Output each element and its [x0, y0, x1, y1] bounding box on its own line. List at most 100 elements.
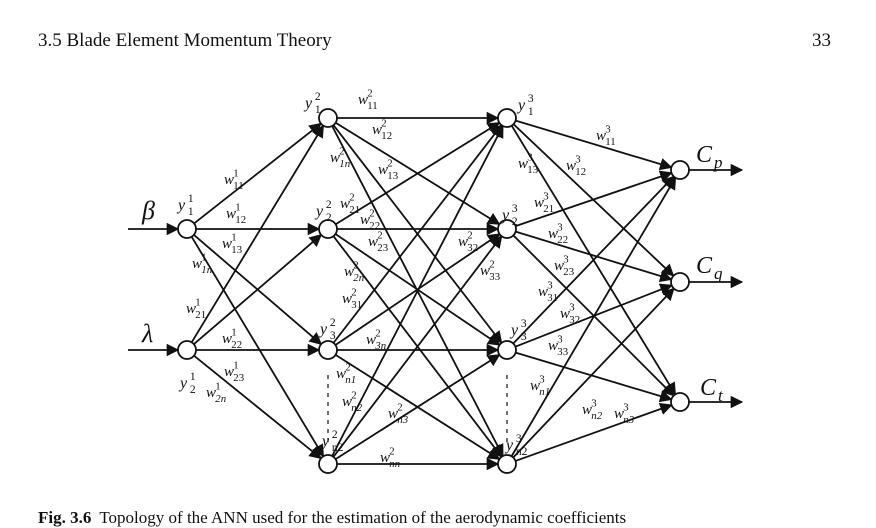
page-number: 33 — [812, 30, 831, 51]
layer3-node — [497, 219, 517, 239]
svg-text:w: w — [458, 234, 468, 250]
svg-text:1: 1 — [195, 297, 200, 309]
svg-text:w: w — [358, 92, 368, 108]
svg-text:w: w — [566, 158, 576, 174]
svg-text:w: w — [224, 364, 234, 380]
layer2-to-3-edge — [335, 121, 501, 226]
svg-text:11: 11 — [233, 180, 243, 192]
svg-text:n2: n2 — [332, 442, 344, 454]
svg-text:11: 11 — [605, 136, 615, 148]
svg-text:3: 3 — [623, 402, 628, 414]
svg-text:w: w — [380, 450, 390, 466]
svg-text:2: 2 — [389, 446, 394, 458]
svg-text:13: 13 — [231, 244, 242, 256]
svg-text:1: 1 — [231, 232, 236, 244]
svg-text:y: y — [176, 197, 186, 214]
layer3-to-4-edge — [515, 170, 673, 227]
svg-text:1: 1 — [233, 168, 238, 180]
svg-text:y: y — [178, 375, 188, 392]
layer3-to-4-edge — [515, 351, 673, 403]
svg-text:31: 31 — [351, 299, 362, 311]
svg-text:2: 2 — [353, 260, 358, 272]
layer4-node — [670, 272, 690, 292]
svg-text:w: w — [582, 402, 592, 418]
svg-text:w: w — [222, 331, 232, 347]
svg-text:2: 2 — [381, 118, 386, 130]
svg-text:2: 2 — [349, 192, 354, 204]
svg-text:2: 2 — [326, 199, 332, 211]
layer2-node — [318, 108, 338, 128]
svg-text:w: w — [340, 196, 350, 212]
layer2-to-3-edge — [332, 235, 503, 458]
layer3-to-4-edge — [515, 402, 673, 462]
layer1-to-2-edge — [190, 124, 325, 343]
svg-text:w: w — [530, 378, 540, 394]
svg-text:w: w — [538, 284, 548, 300]
layer2-node — [318, 219, 338, 239]
svg-text:n1: n1 — [539, 386, 550, 398]
svg-text:2: 2 — [375, 328, 380, 340]
svg-text:C: C — [700, 375, 717, 401]
layer4-node — [670, 160, 690, 180]
svg-text:w: w — [372, 122, 382, 138]
layer1-to-2-edge — [193, 234, 323, 345]
svg-text:12: 12 — [235, 214, 246, 226]
svg-text:w: w — [192, 256, 202, 272]
svg-text:y: y — [303, 95, 313, 112]
svg-text:y: y — [516, 97, 526, 114]
svg-text:2: 2 — [512, 216, 518, 228]
svg-text:2: 2 — [326, 212, 332, 224]
svg-text:2: 2 — [467, 230, 472, 242]
svg-text:n2: n2 — [516, 446, 528, 458]
svg-text:33: 33 — [489, 271, 500, 283]
svg-text:2: 2 — [387, 158, 392, 170]
layer3-to-4-edge — [515, 119, 673, 171]
svg-text:1: 1 — [190, 371, 196, 383]
layer2-node — [318, 454, 338, 474]
svg-text:n3: n3 — [397, 414, 408, 426]
svg-text:2: 2 — [377, 230, 382, 242]
svg-text:w: w — [596, 128, 606, 144]
svg-text:2: 2 — [315, 91, 321, 103]
svg-text:3: 3 — [527, 152, 532, 164]
svg-text:w: w — [186, 301, 196, 317]
svg-text:w: w — [222, 236, 232, 252]
layer3-to-4-edge — [510, 176, 677, 457]
svg-text:1: 1 — [528, 106, 534, 118]
svg-text:y: y — [318, 321, 328, 338]
layer2-node — [318, 340, 338, 360]
svg-text:1n: 1n — [201, 264, 212, 276]
svg-text:12: 12 — [381, 130, 392, 142]
svg-text:2: 2 — [369, 208, 374, 220]
svg-text:32: 32 — [467, 242, 478, 254]
svg-text:w: w — [366, 332, 376, 348]
svg-text:2n: 2n — [215, 393, 226, 405]
svg-text:21: 21 — [543, 203, 554, 215]
svg-text:w: w — [554, 258, 564, 274]
svg-text:2: 2 — [489, 259, 494, 271]
